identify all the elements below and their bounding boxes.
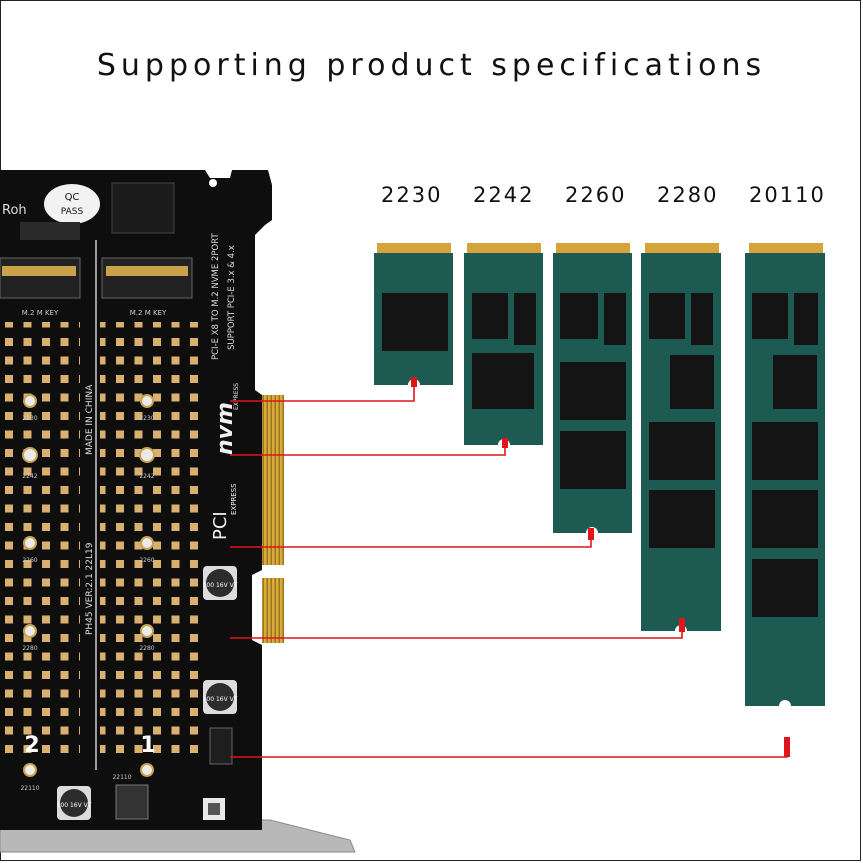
size-label-2260: 2260 — [565, 183, 627, 207]
size-label-2242: 2242 — [473, 183, 535, 207]
svg-text:100 16V VT: 100 16V VT — [57, 802, 92, 809]
inductor — [115, 784, 149, 820]
svg-text:2242: 2242 — [22, 473, 37, 480]
capacitors: 100 16V VT 100 16V VT 100 16V VT — [57, 566, 238, 820]
ssd-2260 — [553, 243, 632, 533]
adapter-board: QC PASS Roh M.2 M KEY M.2 M KEY 2230 223… — [0, 170, 284, 830]
brand-text: Roh — [2, 203, 27, 218]
svg-text:QC: QC — [65, 192, 80, 203]
svg-text:2280: 2280 — [139, 645, 154, 652]
svg-text:2280: 2280 — [22, 645, 37, 652]
svg-text:22110: 22110 — [20, 785, 39, 792]
m-key-label-1: M.2 M KEY — [130, 309, 167, 317]
controller-chip — [111, 182, 175, 234]
spec-line-2: SUPPORT PCI-E 3.x & 4.x — [227, 245, 237, 350]
svg-text:PASS: PASS — [61, 207, 84, 217]
svg-text:22110: 22110 — [112, 774, 131, 781]
size-label-20110: 20110 — [749, 183, 826, 207]
port-number-2: 2 — [24, 733, 39, 758]
gold-fingers-upper — [262, 395, 284, 565]
gold-fingers-lower — [262, 578, 284, 643]
svg-text:2260: 2260 — [22, 557, 37, 564]
m-key-label-2: M.2 M KEY — [22, 309, 59, 317]
ssd-22110 — [745, 243, 825, 706]
svg-text:2260: 2260 — [139, 557, 154, 564]
svg-text:2230: 2230 — [139, 415, 154, 422]
svg-text:100 16V VT: 100 16V VT — [203, 696, 238, 703]
page-title: Supporting product specifications — [96, 48, 767, 83]
ssd-2280 — [641, 243, 721, 631]
qc-pass-sticker — [44, 184, 100, 224]
nvme-logo: nvm — [213, 402, 238, 455]
spec-line-1: PCI-E X8 TO M.2 NVME 2PORT — [211, 233, 221, 360]
version-label: PH45 VER:2.1 22L19 — [85, 542, 95, 635]
pcie-logo: PCI — [210, 511, 231, 540]
svg-text:100 16V VT: 100 16V VT — [203, 582, 238, 589]
ssd-2242 — [464, 243, 543, 445]
svg-text:2242: 2242 — [139, 473, 154, 480]
ssd-2230 — [374, 243, 453, 385]
made-in-label: MADE IN CHINA — [85, 384, 95, 455]
svg-text:2230: 2230 — [22, 415, 37, 422]
port-number-1: 1 — [140, 733, 155, 758]
svg-text:EXPRESS: EXPRESS — [233, 383, 240, 410]
svg-text:EXPRESS: EXPRESS — [230, 483, 238, 515]
size-label-2230: 2230 — [381, 183, 443, 207]
m2-slot-1 — [101, 257, 193, 299]
size-label-2280: 2280 — [657, 183, 719, 207]
m2-slot-2 — [0, 257, 81, 299]
